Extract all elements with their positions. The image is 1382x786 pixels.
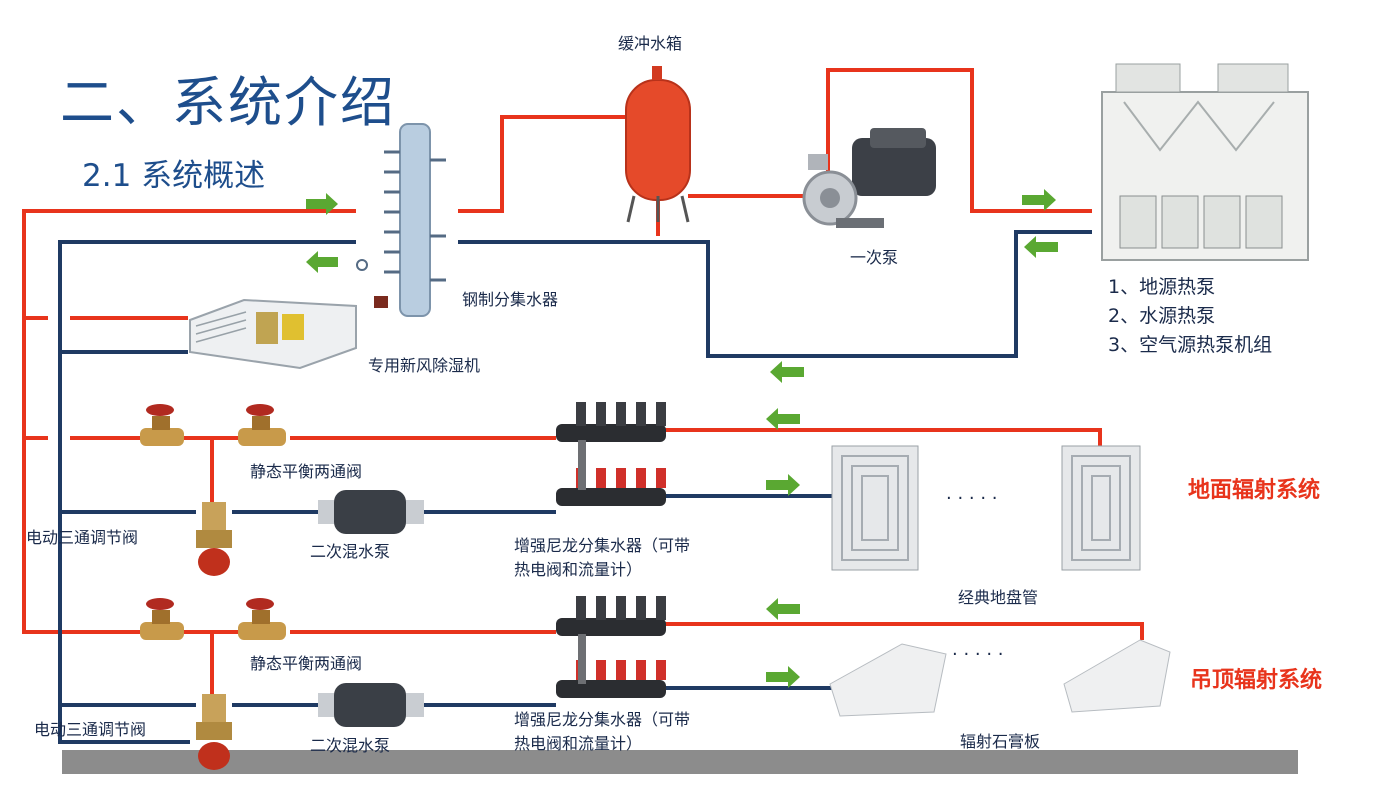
steel-manifold-graphic [356,123,446,317]
page-title: 二、系统介绍 [60,71,396,134]
dehumidifier-label: 专用新风除湿机 [368,356,481,375]
floor-coil-panels [831,445,1141,571]
nylon-manifold-label-line2: 热电阀和流量计） [514,734,643,753]
nylon-manifold-label: 增强尼龙分集水器（可带 [514,536,691,555]
nylon-manifolds [556,402,666,698]
arrow-left [766,408,800,430]
arrow-left [770,361,804,383]
arrow-right [306,193,338,215]
continuation-dots: · · · · · [952,644,1004,665]
primary-pump-label: 一次泵 [850,248,899,267]
arrow-left [766,598,800,620]
nylon-manifold-label-line2: 热电阀和流量计） [514,560,643,579]
three-way-valve-label: 电动三通调节阀 [34,720,147,739]
continuation-dots: · · · · · [946,488,998,509]
mixing-pump-label: 二次混水泵 [310,736,391,755]
flow-arrows [306,189,1058,688]
mixing-pumps [318,490,424,727]
heat-pump-type-1: 1、地源热泵 [1108,276,1216,298]
gypsum-board-label: 辐射石膏板 [960,732,1041,751]
heat-pump-graphic [1101,63,1309,261]
gypsum-boards [829,639,1171,717]
three-way-valve-label: 电动三通调节阀 [26,528,139,547]
floor-coil-label: 经典地盘管 [958,588,1039,607]
return-pipes [58,230,1092,744]
page-subtitle: 2.1 系统概述 [82,158,266,194]
steel-manifold-label: 钢制分集水器 [462,290,559,309]
arrow-left [306,251,338,273]
buffer-tank-graphic [625,66,691,223]
footer-bar [62,750,1298,774]
supply-pipes [22,68,1144,695]
nylon-manifold-label: 增强尼龙分集水器（可带 [514,710,691,729]
arrow-left [1024,236,1058,258]
arrow-right [766,474,800,496]
buffer-tank-label: 缓冲水箱 [618,34,683,53]
floor-radiant-system-label: 地面辐射系统 [1188,478,1321,503]
ceiling-radiant-system-label: 吊顶辐射系统 [1190,668,1323,693]
dehumidifier-graphic [189,298,357,370]
arrow-right [766,666,800,688]
heat-pump-type-3: 3、空气源热泵机组 [1108,334,1273,356]
mixing-pump-label: 二次混水泵 [310,542,391,561]
heat-pump-type-2: 2、水源热泵 [1108,305,1216,327]
primary-pump-graphic [802,128,936,228]
three-way-valves [196,502,232,770]
balancing-valves [140,404,286,640]
static-balancing-valve-label: 静态平衡两通阀 [250,654,363,673]
arrow-right [1022,189,1056,211]
static-balancing-valve-label: 静态平衡两通阀 [250,462,363,481]
